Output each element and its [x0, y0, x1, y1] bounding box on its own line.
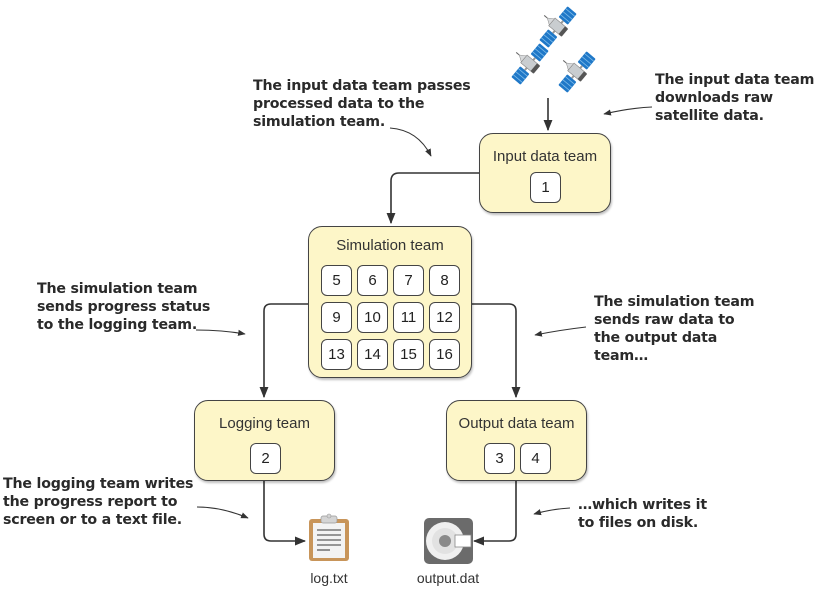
team-member: 5 [321, 265, 352, 296]
team-member: 15 [393, 339, 424, 370]
clipboard-icon [309, 513, 349, 561]
team-member: 1 [530, 172, 561, 203]
disk-icon [424, 518, 473, 564]
input-data-team-title: Input data team [492, 148, 598, 165]
team-member: 9 [321, 302, 352, 333]
team-member: 12 [429, 302, 460, 333]
annotation-arrow-input-downloads [603, 106, 653, 116]
annotation-arrow-sim-to-output [534, 326, 587, 337]
simulation-to-output-connector [472, 303, 521, 399]
annotation-input-passes: The input data team passes processed dat… [253, 78, 471, 130]
simulation-team-box: Simulation team 5 6 7 8 9 10 11 12 13 14… [308, 226, 472, 378]
team-member: 10 [357, 302, 388, 333]
team-member: 8 [429, 265, 460, 296]
team-member: 16 [429, 339, 460, 370]
annotation-arrow-output-writes [533, 507, 571, 516]
annotation-arrow-input-passes [389, 127, 432, 157]
simulation-team-title: Simulation team [336, 237, 444, 254]
output-file-label: output.dat [416, 570, 480, 586]
annotation-sim-to-output: The simulation team sends raw data to th… [594, 294, 755, 364]
team-member: 7 [393, 265, 424, 296]
annotation-input-downloads: The input data team downloads raw satell… [655, 72, 815, 124]
team-member: 3 [484, 443, 515, 474]
logging-team-title: Logging team [219, 415, 310, 432]
annotation-arrow-sim-to-logging [195, 329, 246, 336]
annotation-arrow-logging-writes [196, 506, 249, 519]
output-to-disk-connector [472, 481, 517, 546]
log-file-label: log.txt [310, 570, 348, 586]
annotation-logging-writes: The logging team writes the progress rep… [3, 476, 194, 528]
logging-team-box: Logging team 2 [194, 400, 335, 481]
annotation-sim-to-logging: The simulation team sends progress statu… [37, 281, 211, 333]
input-data-team-box: Input data team 1 [479, 133, 611, 213]
team-member: 4 [520, 443, 551, 474]
simulation-to-logging-connector [259, 303, 308, 399]
team-member: 2 [250, 443, 281, 474]
output-data-team-title: Output data team [458, 415, 575, 432]
output-data-team-box: Output data team 3 4 [446, 400, 587, 481]
annotation-output-writes: …which writes it to files on disk. [578, 497, 707, 531]
team-member: 14 [357, 339, 388, 370]
team-member: 11 [393, 302, 424, 333]
team-member: 13 [321, 339, 352, 370]
team-member: 6 [357, 265, 388, 296]
input-to-simulation-connector [386, 172, 479, 225]
logging-to-log-file-connector [263, 481, 307, 546]
